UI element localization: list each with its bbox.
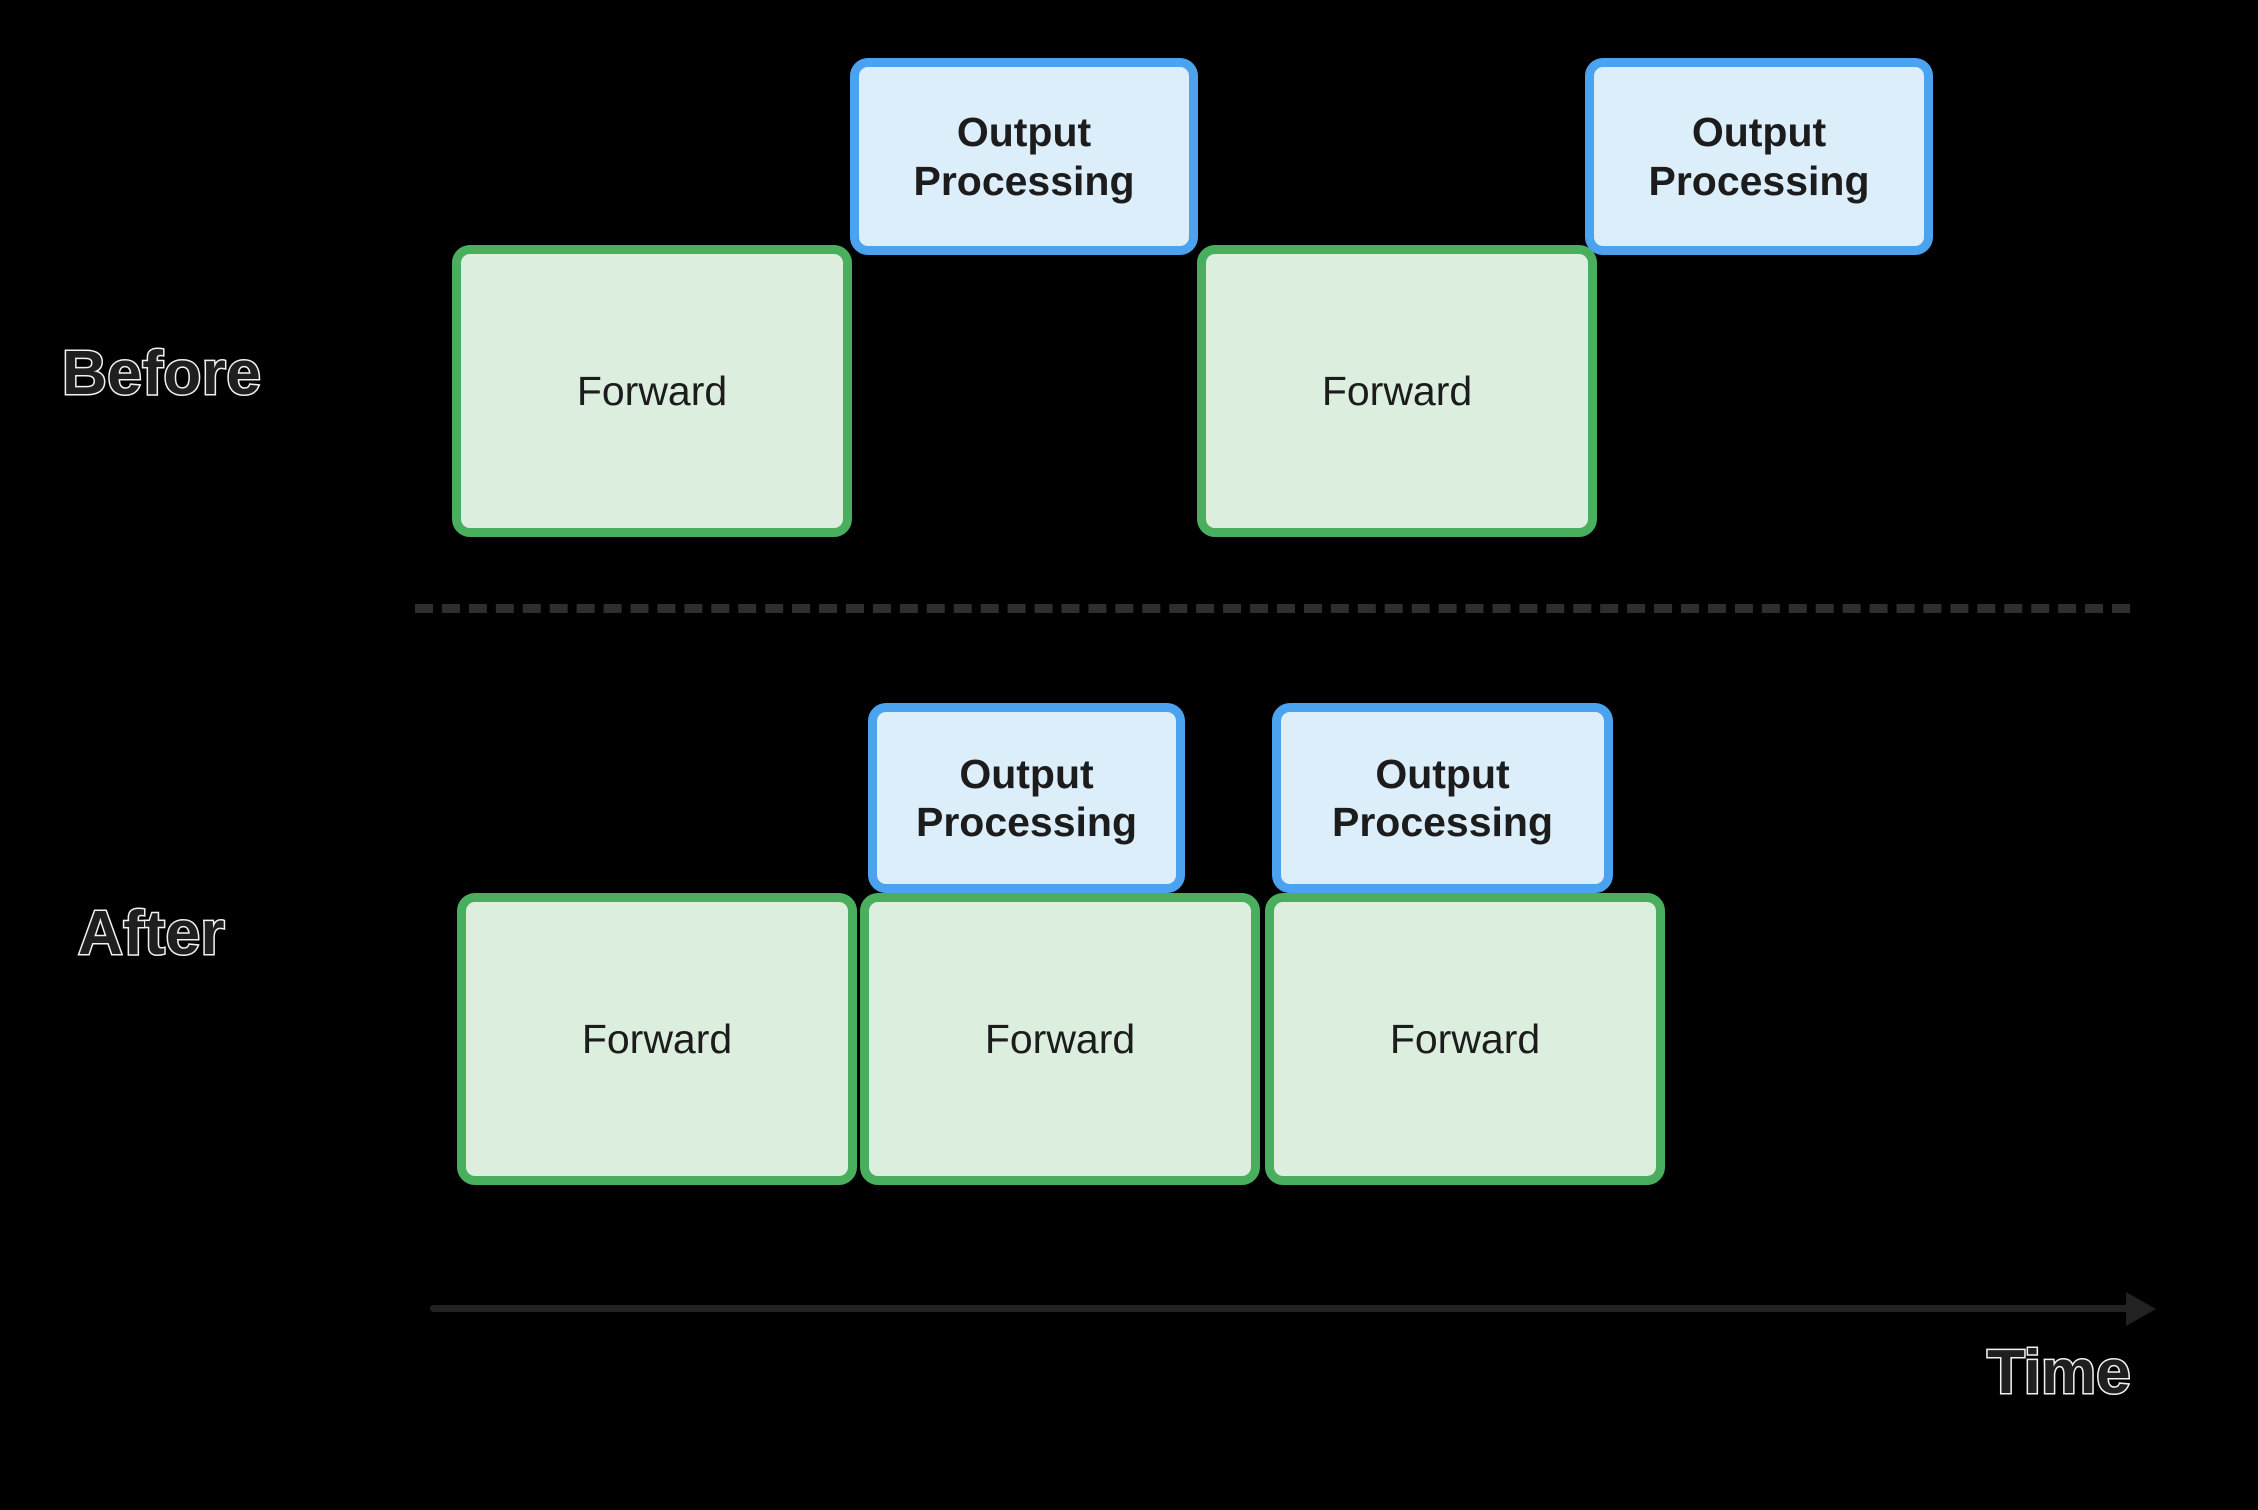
output-processing-line-2: Processing	[913, 157, 1135, 204]
row-title-before: Before	[60, 338, 262, 410]
after-output-processing-block-2: Output Processing	[1272, 703, 1613, 893]
forward-label: Forward	[576, 367, 728, 414]
output-processing-label: Output Processing	[908, 750, 1145, 847]
output-processing-line-1: Output	[1691, 109, 1827, 156]
after-output-processing-block-1: Output Processing	[868, 703, 1185, 893]
after-forward-block-3: Forward	[1265, 893, 1665, 1185]
after-forward-block-2: Forward	[860, 893, 1260, 1185]
output-processing-label: Output Processing	[1324, 750, 1561, 847]
output-processing-line-2: Processing	[1648, 157, 1870, 204]
before-output-processing-block-1: Output Processing	[850, 58, 1198, 255]
output-processing-line-2: Processing	[1331, 799, 1554, 845]
time-axis-arrowhead-icon	[2126, 1292, 2156, 1326]
before-forward-block-1: Forward	[452, 245, 852, 537]
output-processing-label: Output Processing	[905, 108, 1142, 205]
time-axis-line	[430, 1305, 2130, 1312]
forward-label: Forward	[1321, 367, 1473, 414]
forward-label: Forward	[984, 1015, 1136, 1062]
time-axis-label: Time	[1986, 1337, 2133, 1409]
output-processing-line-2: Processing	[915, 799, 1138, 845]
output-processing-label: Output Processing	[1640, 108, 1877, 205]
forward-label: Forward	[581, 1015, 733, 1062]
output-processing-line-1: Output	[1375, 750, 1510, 797]
forward-label: Forward	[1389, 1015, 1541, 1062]
after-forward-block-1: Forward	[457, 893, 857, 1185]
before-output-processing-block-2: Output Processing	[1585, 58, 1933, 255]
before-forward-block-2: Forward	[1197, 245, 1597, 537]
row-separator-dashed-line	[415, 604, 2130, 613]
output-processing-line-1: Output	[959, 750, 1094, 797]
output-processing-line-1: Output	[956, 109, 1092, 156]
row-title-after: After	[76, 898, 226, 970]
